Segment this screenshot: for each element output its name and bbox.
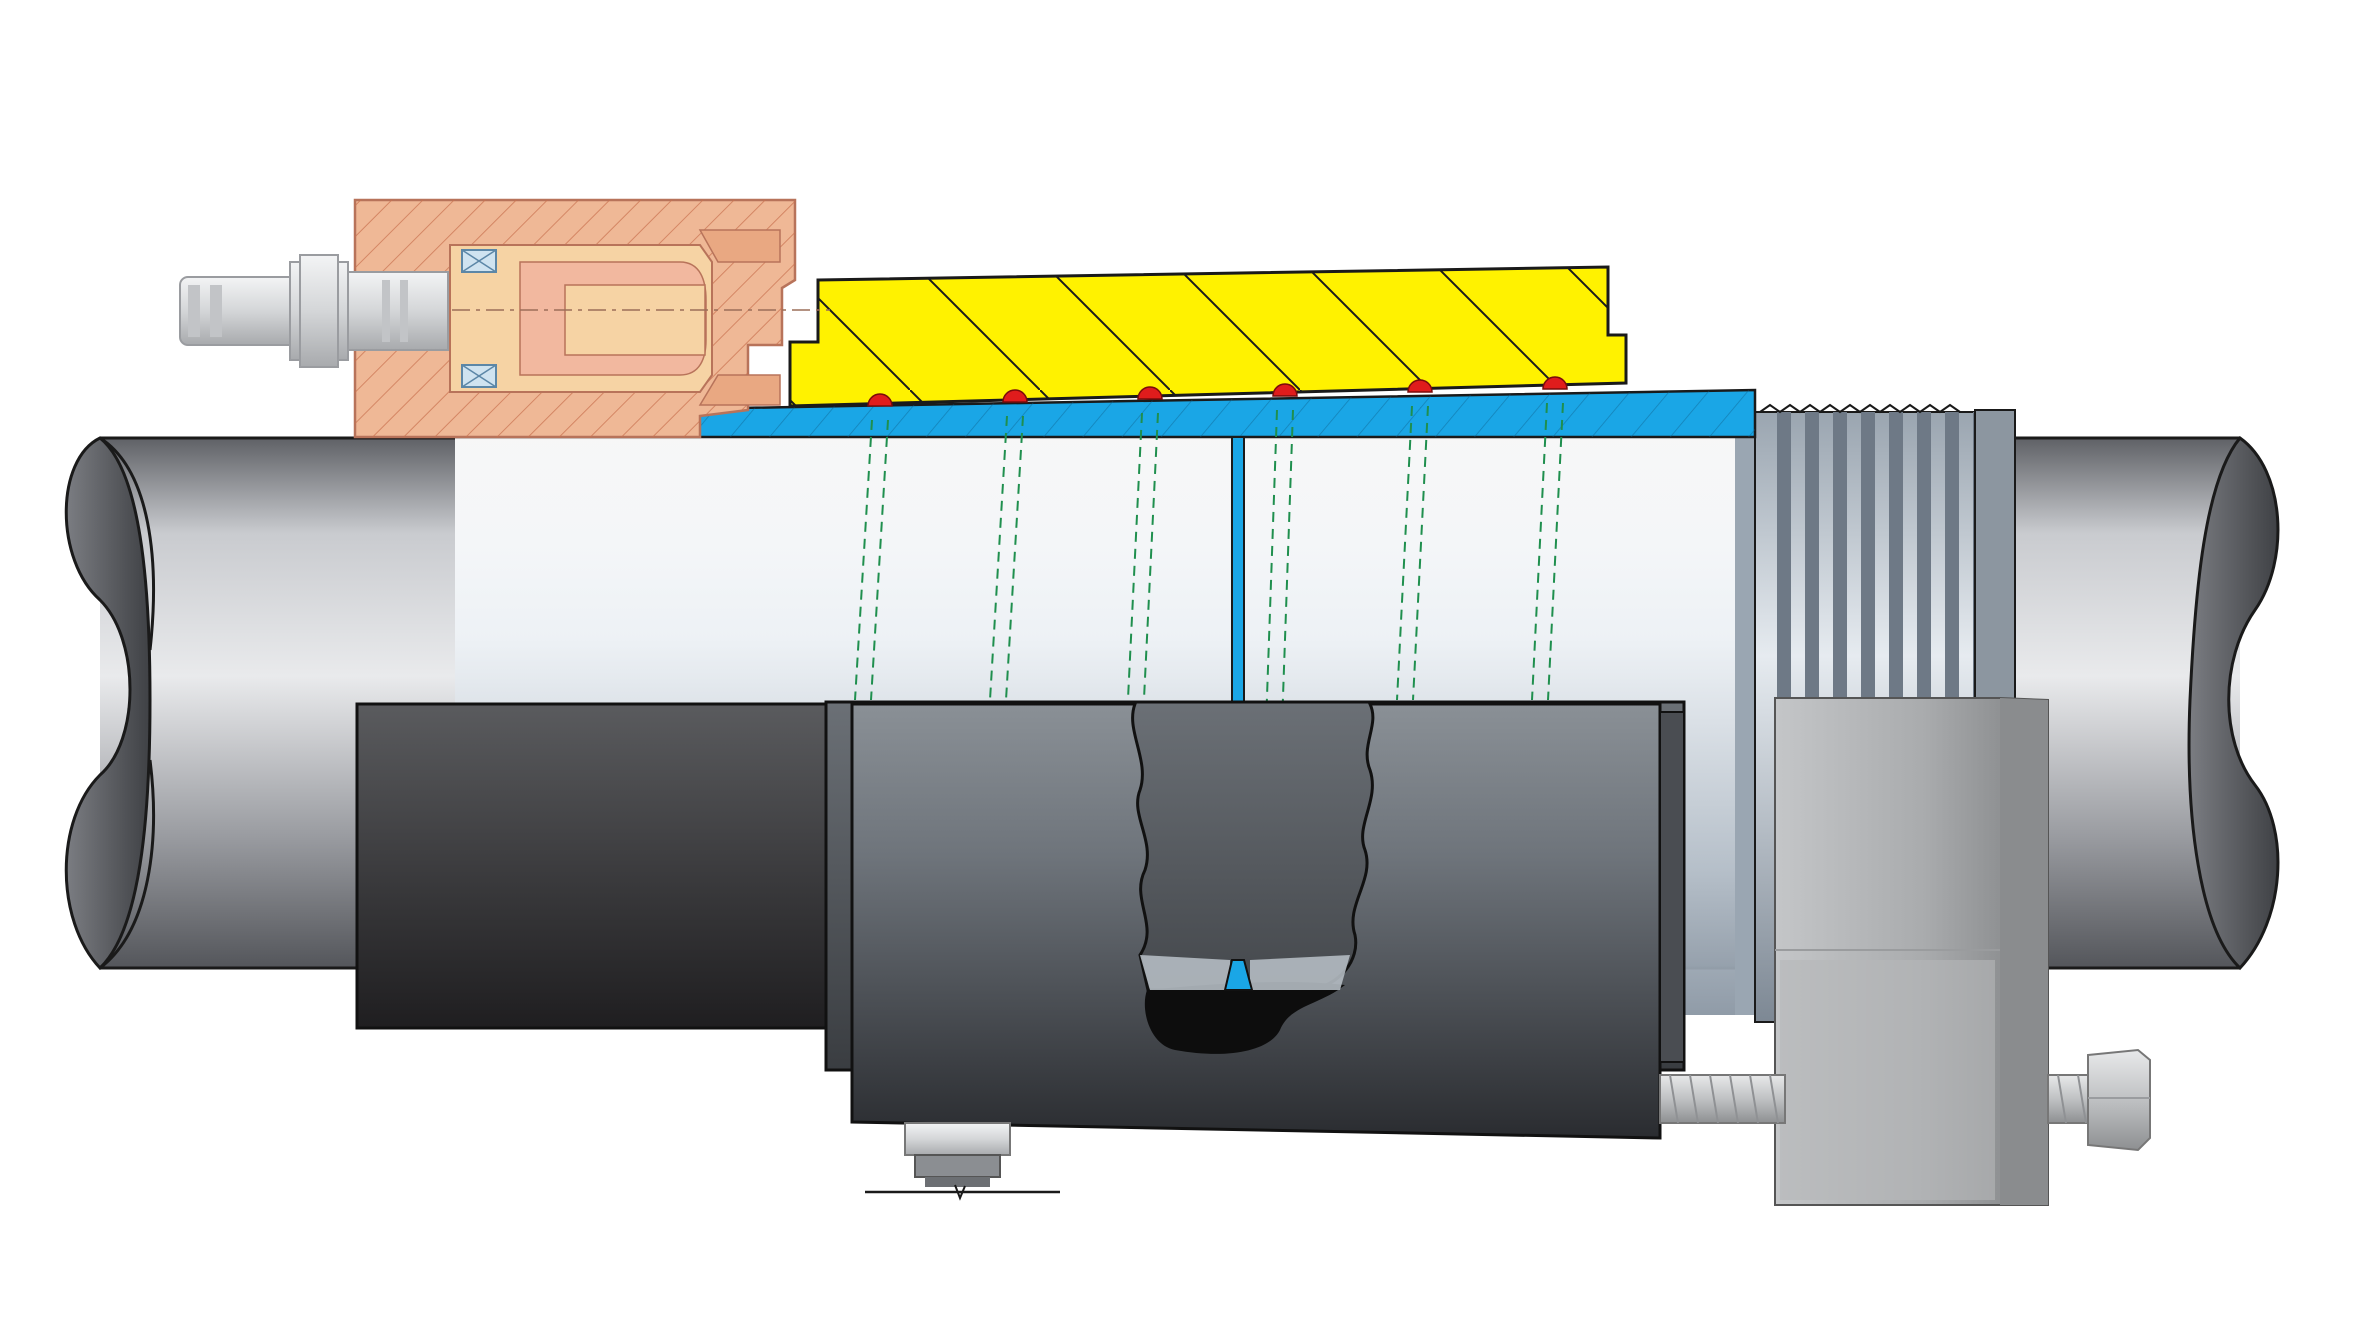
- bolt-head-icon: [2087, 1048, 2151, 1152]
- hex-bolt: [1659, 1048, 2151, 1152]
- yellow-ring: [788, 265, 1628, 408]
- quick-coupler: [179, 254, 449, 368]
- dark-coupling: [824, 700, 1686, 1140]
- pipe-left-end: [64, 436, 152, 971]
- pipe-right-end: [2187, 435, 2280, 971]
- hydraulic-housing: [180, 198, 830, 439]
- bottom-fitting: [865, 1122, 1060, 1201]
- clamp-block: [1774, 697, 2049, 1206]
- black-wrap: [355, 702, 829, 1030]
- weld-beads: [867, 376, 1568, 407]
- cutaway-root: [1144, 982, 1345, 1054]
